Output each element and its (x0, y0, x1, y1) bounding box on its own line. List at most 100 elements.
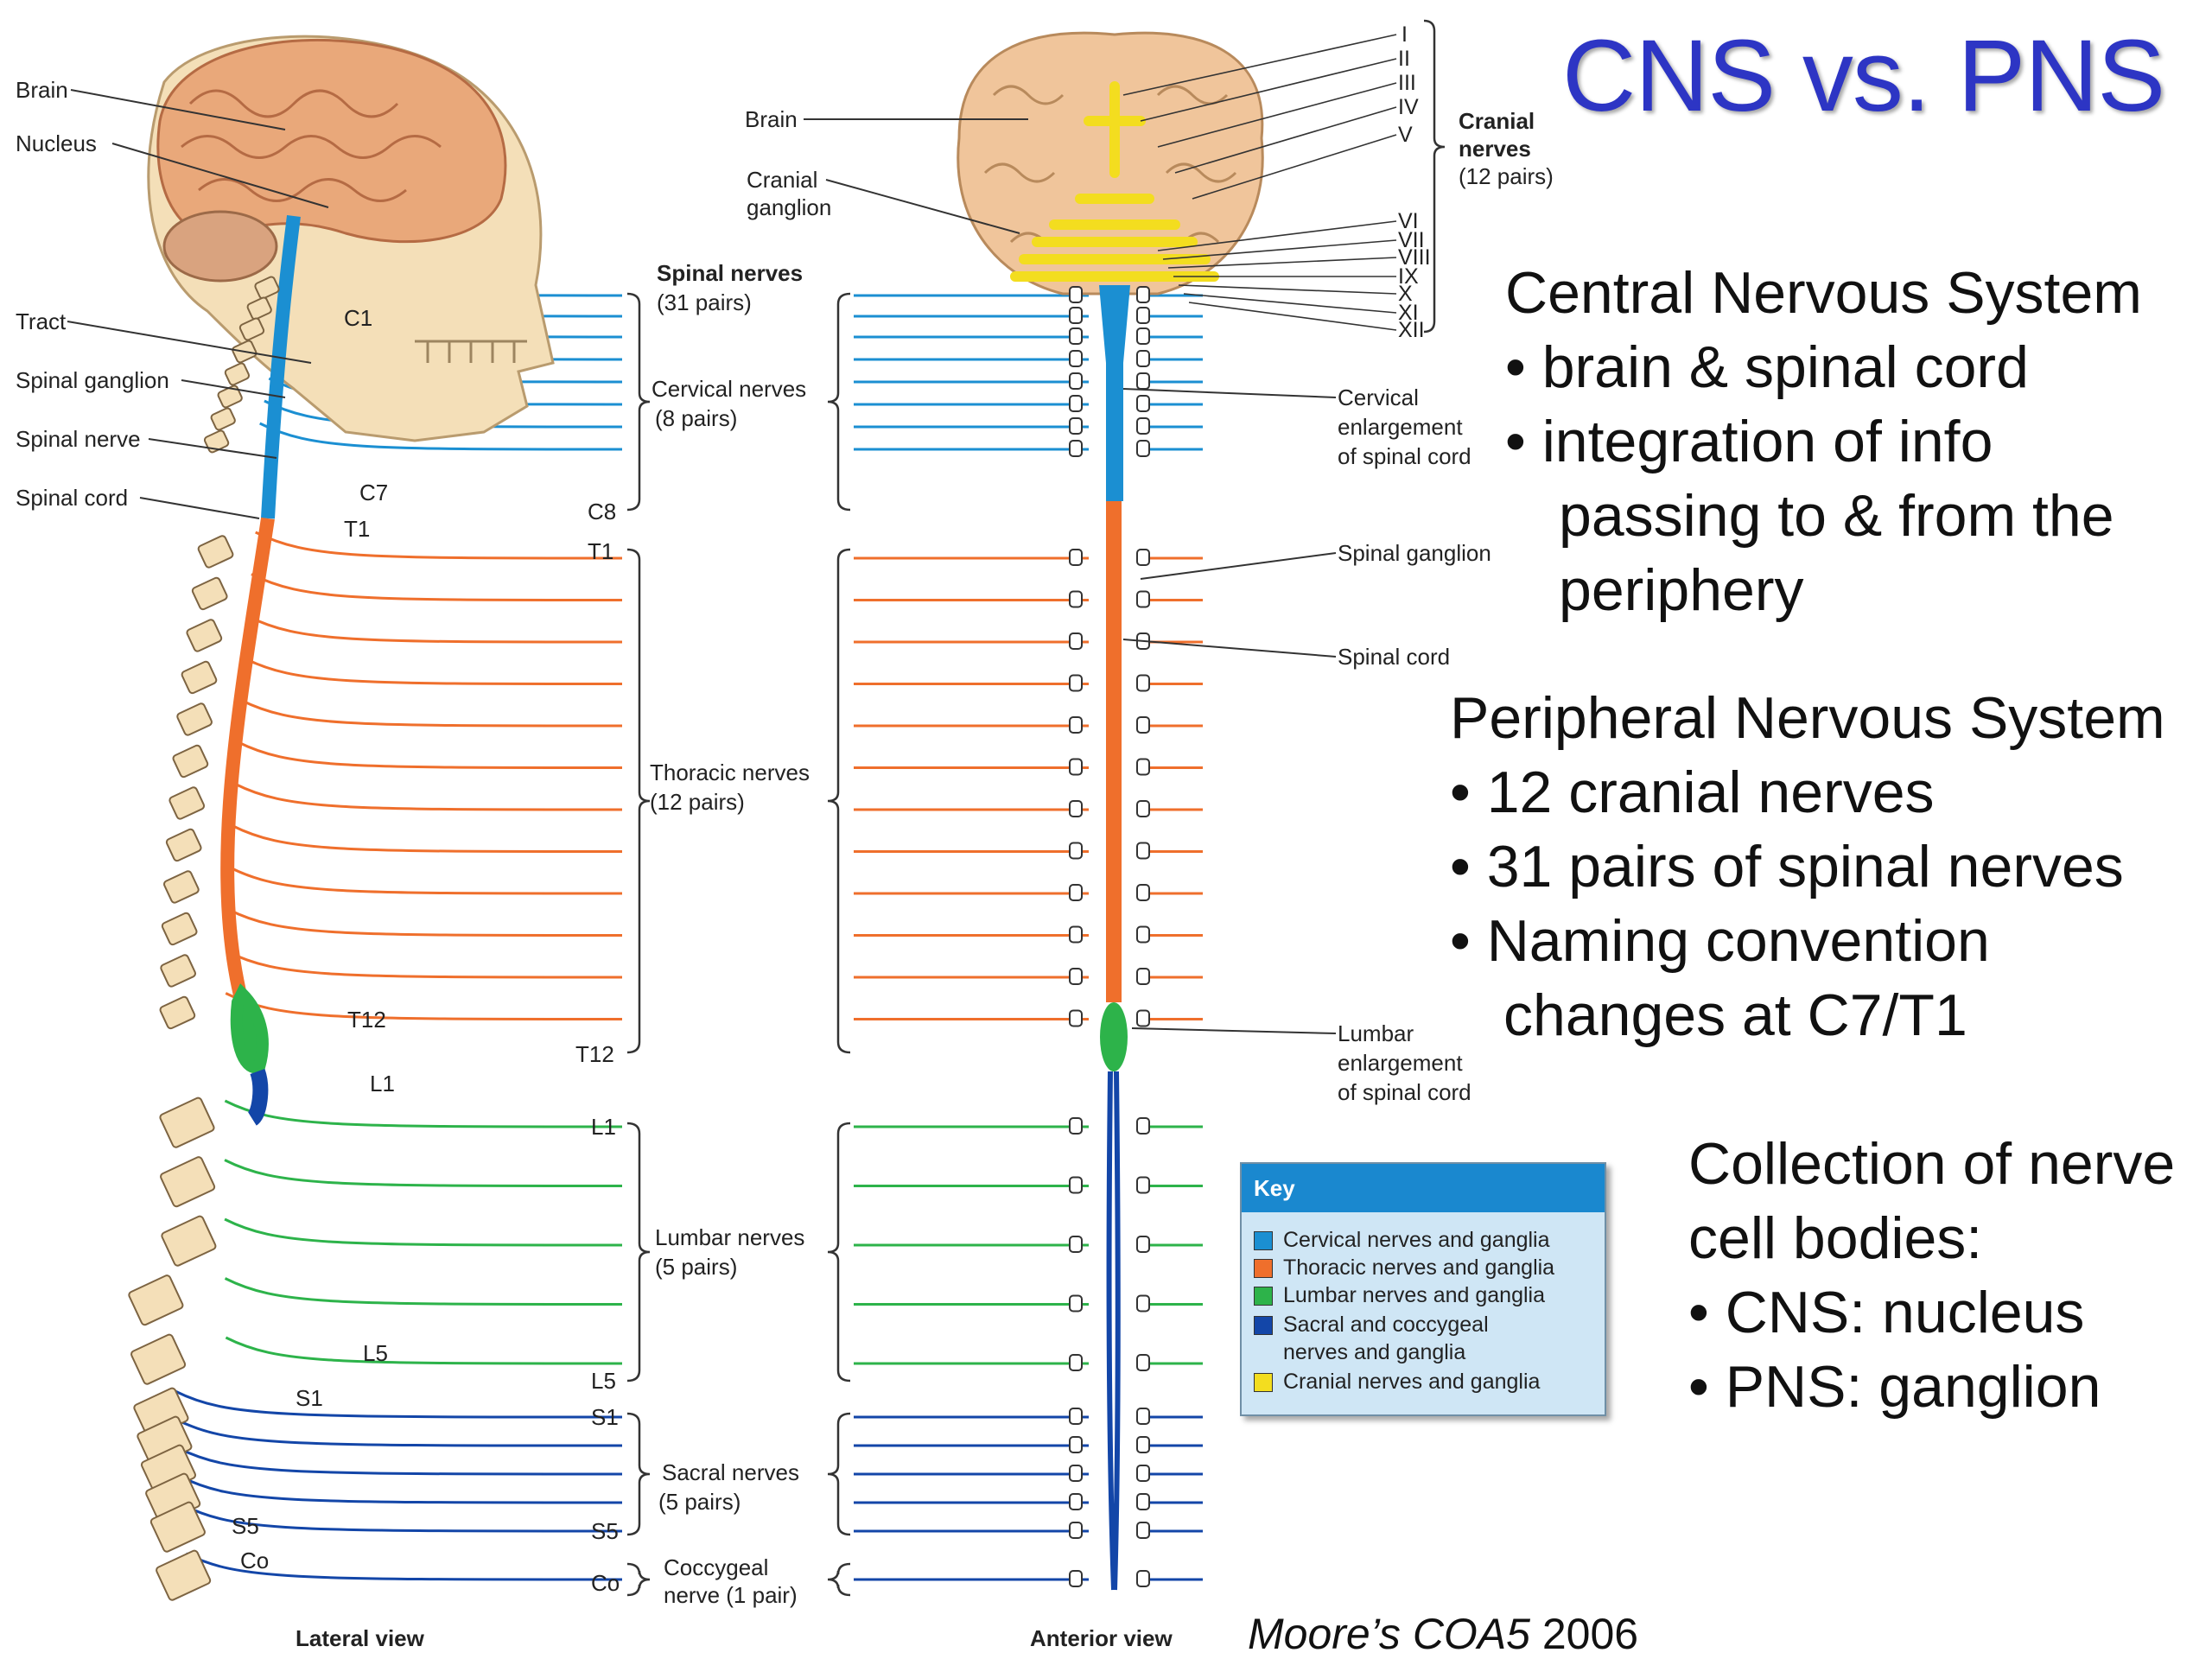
lateral-nerve-line (233, 782, 623, 811)
group-brace-left (626, 1562, 651, 1597)
anterior-ganglion (1069, 884, 1083, 901)
group-sacral-name: Sacral nerves (662, 1459, 799, 1485)
anterior-ganglion (1069, 842, 1083, 860)
anterior-ganglion (1069, 1465, 1083, 1482)
anterior-ganglion (1069, 1570, 1083, 1587)
group-cervical-name: Cervical nerves (652, 376, 807, 402)
cranial-numeral-10: X (1398, 282, 1413, 306)
vertebra-label-t12: T12 (347, 1007, 386, 1033)
group-coccygeal-name: Coccygeal (664, 1554, 769, 1580)
cranial-leader-line (1183, 293, 1397, 314)
vertebra (254, 276, 280, 300)
label-cranial-ganglion-2: ganglion (747, 194, 832, 220)
lumbar-enlargement (230, 983, 269, 1074)
start-label-s1: S1 (591, 1404, 619, 1430)
group-thoracic-name: Thoracic nerves (650, 760, 810, 785)
anterior-ganglion (1136, 372, 1150, 390)
cranial-numeral-12: XII (1398, 318, 1425, 342)
anterior-ganglion (1136, 327, 1150, 345)
anterior-ganglion (1136, 549, 1150, 566)
vertebra (172, 744, 209, 779)
key-label-thoracic: Thoracic nerves and ganglia (1283, 1255, 1555, 1280)
cranial-nerves-brace (1423, 19, 1446, 334)
citation-source: Moore’s COA5 (1248, 1610, 1530, 1658)
leader-lines (67, 34, 1397, 1034)
group-brace-left (626, 1122, 651, 1382)
cranial-numeral-3: III (1398, 71, 1416, 95)
vertebrae (128, 276, 280, 1601)
lateral-nerve-line (224, 1099, 623, 1128)
label-cervical-enlargement-3: of spinal cord (1338, 443, 1471, 469)
anterior-ganglion (1069, 758, 1083, 776)
vertebra-label-l1: L1 (370, 1071, 395, 1096)
anterior-ganglion (1136, 1236, 1150, 1253)
lateral-nerve-line (229, 866, 623, 895)
vertebra-label-l5: L5 (363, 1340, 388, 1366)
caption-lateral: Lateral view (296, 1625, 424, 1651)
anterior-ganglion (1069, 549, 1083, 566)
anterior-ganglion (1136, 1354, 1150, 1371)
anterior-ganglion (1069, 307, 1083, 324)
group-brace-left (626, 292, 651, 512)
vertebra-label-s5: S5 (232, 1513, 259, 1539)
color-key: Key Cervical nerves and ganglia Thoracic… (1240, 1162, 1606, 1416)
vertebra-label-c1: C1 (344, 305, 373, 331)
group-thoracic-count: (12 pairs) (650, 789, 745, 815)
label-cervical-enlargement-2: enlargement (1338, 414, 1463, 440)
vertebra (197, 535, 234, 569)
leader-line (70, 89, 286, 130)
citation-year: 2006 (1529, 1610, 1639, 1658)
key-item-sacral: Sacral and coccygeal (1254, 1311, 1489, 1338)
cranial-numeral-4: IV (1398, 95, 1419, 119)
anterior-ganglion (1136, 307, 1150, 324)
swatch-thoracic (1254, 1259, 1273, 1279)
label-cervical-enlargement-1: Cervical (1338, 385, 1419, 410)
anterior-ganglion (1069, 327, 1083, 345)
anterior-ganglion (1069, 716, 1083, 734)
anterior-ganglion (1136, 440, 1150, 457)
anterior-ganglion (1069, 1236, 1083, 1253)
anterior-ganglion (1069, 1522, 1083, 1539)
lateral-nerve-line (226, 950, 623, 979)
anterior-ganglion (1069, 286, 1083, 303)
vertebra (163, 870, 200, 904)
key-label-cranial: Cranial nerves and ganglia (1283, 1370, 1541, 1394)
cns-bullet-1: • brain & spinal cord (1505, 334, 2029, 400)
end-label-l5: L5 (591, 1368, 616, 1394)
leader-line (139, 497, 260, 519)
anterior-ganglion (1136, 395, 1150, 412)
key-item-lumbar: Lumbar nerves and ganglia (1254, 1281, 1545, 1309)
cranial-leader-line (1157, 220, 1397, 251)
brain-inferior-folds (983, 85, 1237, 244)
lateral-nerve-line (246, 614, 623, 644)
anterior-ganglion (1136, 1436, 1150, 1453)
cranial-nerves-title-2: nerves (1459, 136, 1531, 162)
key-title: Key (1242, 1164, 1605, 1212)
leader-line (1131, 1027, 1337, 1034)
lateral-nerve-line (243, 657, 623, 685)
vertebra (238, 317, 265, 341)
anterior-ganglion (1136, 350, 1150, 367)
cranial-leader-line (1188, 302, 1397, 331)
group-brace-left (626, 548, 651, 1054)
anterior-ganglion (1136, 1408, 1150, 1425)
anterior-ganglion (1136, 286, 1150, 303)
cranial-numeral-9: IX (1398, 264, 1419, 289)
anterior-ganglion (1136, 674, 1150, 692)
cranial-numeral-5: V (1398, 123, 1413, 147)
group-lumbar-name: Lumbar nerves (655, 1224, 805, 1250)
cranial-leader-line (1192, 134, 1397, 200)
lateral-nerve-line (175, 1389, 623, 1419)
swatch-cervical (1254, 1231, 1273, 1251)
vertebra (217, 385, 243, 409)
lateral-nerve-line (225, 1336, 623, 1365)
lateral-figure (128, 35, 555, 1601)
vertebra (165, 828, 202, 862)
leader-line (111, 143, 329, 208)
key-item-thoracic: Thoracic nerves and ganglia (1254, 1254, 1554, 1281)
group-brace-right (827, 548, 851, 1054)
anterior-ganglion (1136, 800, 1150, 817)
label-lumbar-enlargement-1: Lumbar (1338, 1020, 1414, 1046)
anterior-ganglion (1136, 590, 1150, 608)
vertebra-label-s1: S1 (296, 1385, 323, 1411)
